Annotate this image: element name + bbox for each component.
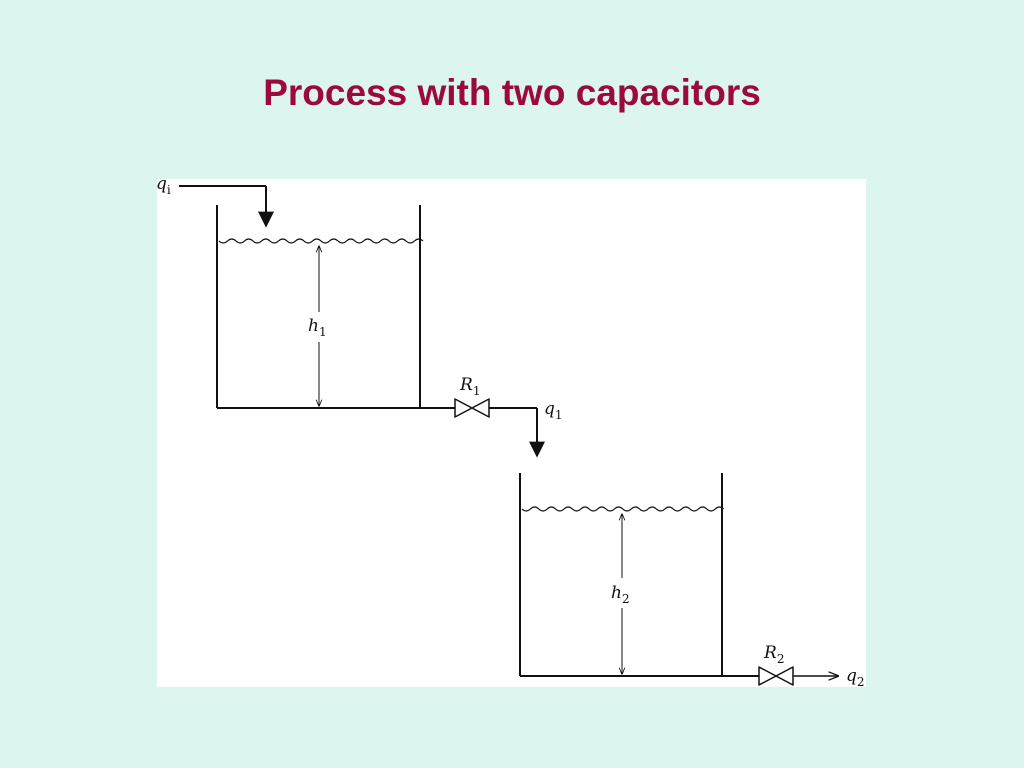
inflow-label: qi bbox=[156, 174, 171, 197]
tank-2 bbox=[519, 473, 723, 677]
valve-1-label: R1 bbox=[459, 375, 480, 398]
inflow-pipe bbox=[179, 185, 274, 228]
tank-2-liquid-surface bbox=[521, 506, 725, 512]
valve-1-icon bbox=[454, 398, 490, 418]
flow-1-label: q1 bbox=[544, 399, 563, 422]
diagram-panel bbox=[157, 179, 866, 687]
tank-1-level-label: h1 bbox=[308, 316, 327, 339]
valve-2-icon bbox=[758, 666, 794, 686]
tank-2-level-label: h2 bbox=[611, 583, 630, 606]
tank-1-outlet-pipe bbox=[420, 407, 545, 458]
valve-2-label: R2 bbox=[763, 643, 784, 666]
tank-1-liquid-surface bbox=[218, 238, 424, 244]
page-title: Process with two capacitors bbox=[263, 72, 761, 113]
flow-2-label: q2 bbox=[846, 666, 865, 689]
